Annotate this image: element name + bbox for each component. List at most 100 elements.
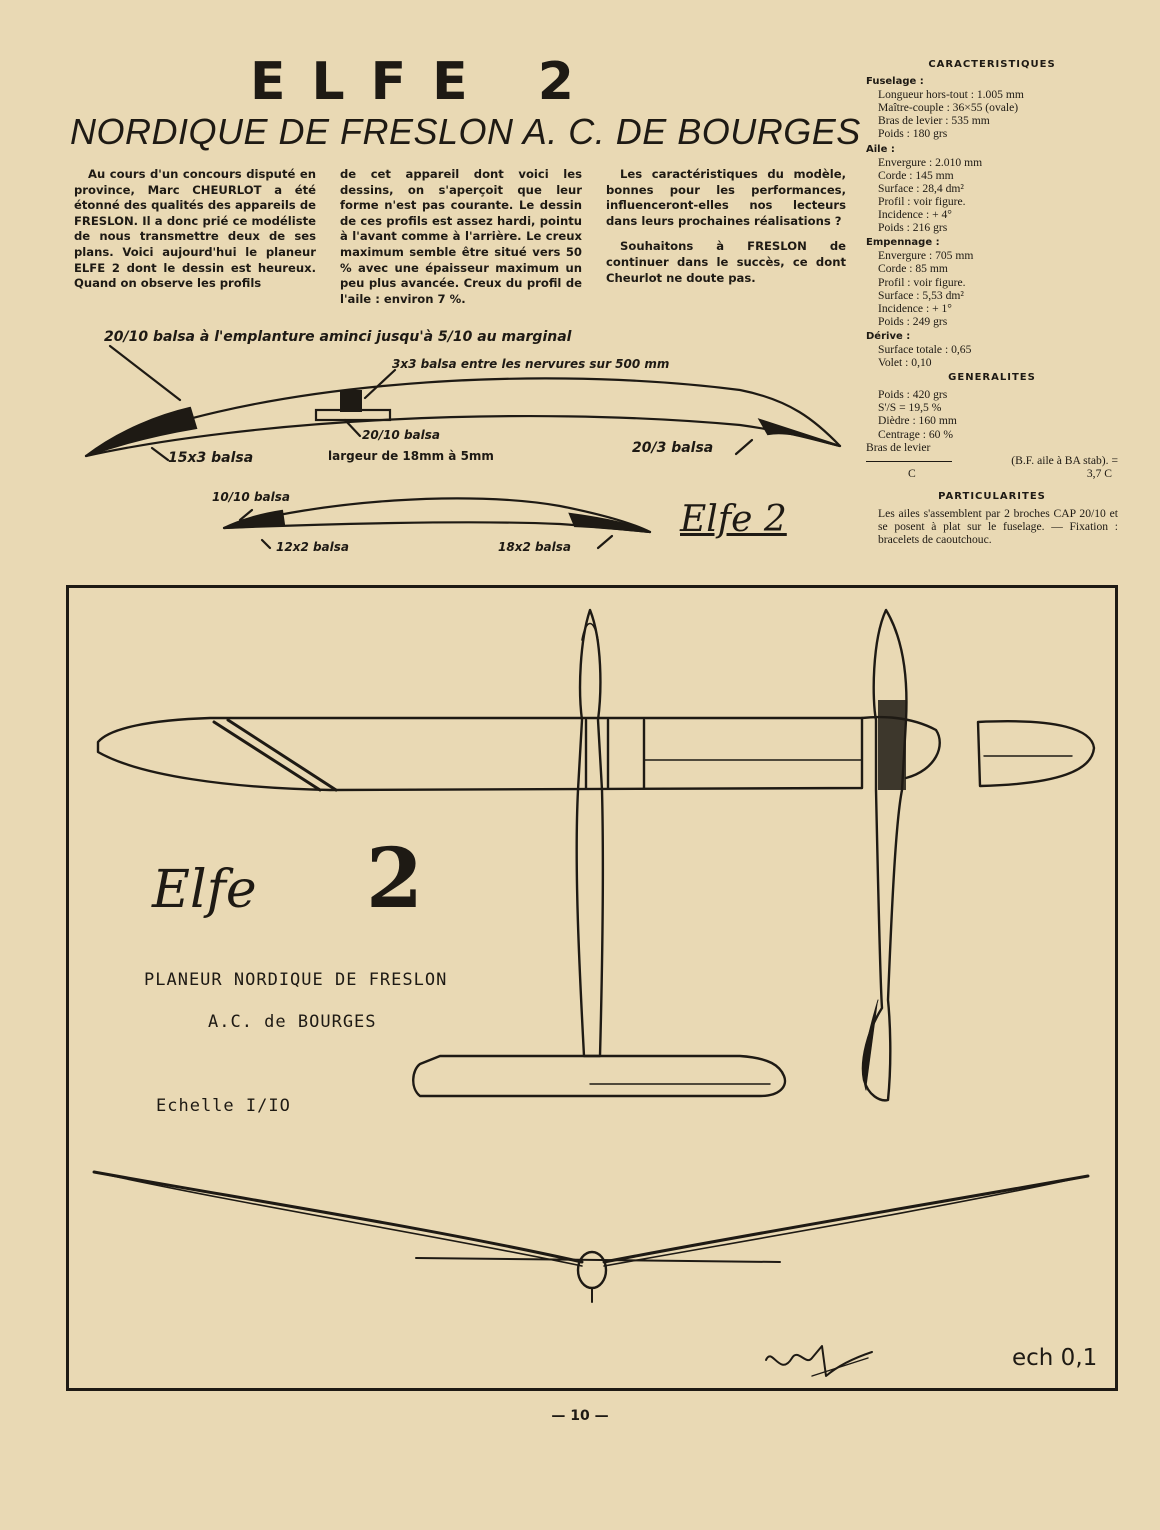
spec-row: Maître-couple : 36×55 (ovale) xyxy=(878,101,1019,115)
leader-line xyxy=(596,534,614,550)
front-view-stab xyxy=(415,1257,781,1263)
plan-line-1: PLANEUR NORDIQUE DE FRESLON xyxy=(144,970,448,990)
profile-note: 18x2 balsa xyxy=(498,540,572,554)
article-paragraph: Les caractéristiques du modèle, bonnes p… xyxy=(606,167,846,228)
spec-row: Longueur hors-tout : 1.005 mm xyxy=(878,88,1024,102)
spec-row: Poids : 216 grs xyxy=(878,221,948,235)
article-subtitle: NORDIQUE DE FRESLON A. C. DE BOURGES xyxy=(70,111,861,152)
spec-row: Incidence : + 4° xyxy=(878,208,952,222)
airfoil-profiles-drawing xyxy=(84,344,842,550)
lever-formula-row: (B.F. aile à BA stab). = xyxy=(866,454,1118,467)
specs-title: CARACTERISTIQUES xyxy=(928,59,1056,70)
article-column-1: Au cours d'un concours disputé en provin… xyxy=(74,167,316,300)
spec-row: Surface : 28,4 dm² xyxy=(878,181,964,195)
spec-row: Envergure : 2.010 mm xyxy=(878,155,983,169)
wing-profile-upper xyxy=(84,377,842,458)
leader-line xyxy=(150,446,170,462)
front-view-wing-left-lower xyxy=(93,1171,583,1267)
spec-row: Surface : 5,53 dm² xyxy=(878,288,964,302)
profile-note: 10/10 balsa xyxy=(212,490,290,504)
wing-trailing-edge xyxy=(757,418,841,448)
leader-line xyxy=(343,418,362,438)
stab-profile-upper xyxy=(222,497,652,534)
lever-value: 3,7 C xyxy=(1086,466,1112,480)
wing-root-fairing xyxy=(860,715,941,780)
leader-line xyxy=(734,438,754,456)
spec-group-label: Dérive : xyxy=(866,330,911,342)
wing-leading-edge xyxy=(85,406,198,458)
spec-row: Poids : 420 grs xyxy=(878,388,948,402)
article-column-3: Les caractéristiques du modèle, bonnes p… xyxy=(606,167,846,296)
spec-row: Envergure : 705 mm xyxy=(878,249,974,263)
spec-row: Volet : 0,10 xyxy=(878,356,932,370)
plan-ech: ech 0,1 xyxy=(1012,1345,1098,1371)
spec-row: Incidence : + 1° xyxy=(878,301,952,315)
spec-row: Centrage : 60 % xyxy=(878,427,954,441)
profile-note: 15x3 balsa xyxy=(168,450,254,466)
specifications-panel: CARACTERISTIQUES Fuselage : Longueur hor… xyxy=(866,56,1118,546)
plan-line-2: A.C. de BOURGES xyxy=(208,1012,377,1032)
profile-note: 20/10 balsa à l'emplanture aminci jusqu'… xyxy=(104,329,572,345)
spec-row: Surface totale : 0,65 xyxy=(878,342,972,356)
page-number: — 10 — xyxy=(551,1408,609,1424)
fuselage-planform xyxy=(575,608,605,1058)
generalites-title: GENERALITES xyxy=(948,372,1036,384)
fraction-line xyxy=(866,460,952,462)
wing-stripe xyxy=(212,720,322,792)
wing-planform xyxy=(96,716,864,792)
lever-label: Bras de levier xyxy=(866,440,931,454)
fin-side-view xyxy=(863,999,879,1091)
profile-note: largeur de 18mm à 5mm xyxy=(328,449,494,463)
profile-note: 12x2 balsa xyxy=(276,540,350,554)
leader-line xyxy=(238,508,254,522)
spec-group-label: Fuselage : xyxy=(866,76,924,88)
spec-row: Profil : voir figure. xyxy=(878,275,966,289)
article-paragraph: Souhaitons à FRESLON de continuer dans l… xyxy=(606,239,846,285)
spec-row: Profil : voir figure. xyxy=(878,194,966,208)
front-view-wing-right xyxy=(602,1174,1090,1264)
article-paragraph: de cet appareil dont voici les dessins, … xyxy=(340,167,582,306)
spec-row: Poids : 249 grs xyxy=(878,314,948,328)
wing-spar-plate xyxy=(314,408,392,422)
spec-row: Corde : 145 mm xyxy=(878,168,954,182)
spec-row: Corde : 85 mm xyxy=(878,262,948,276)
spec-row: Dièdre : 160 mm xyxy=(878,414,957,428)
lever-formula: (B.F. aile à BA stab). = xyxy=(1011,453,1118,467)
plan-scale: Echelle I/IO xyxy=(156,1096,291,1116)
signature-underline xyxy=(811,1357,869,1377)
spec-row: Bras de levier : 535 mm xyxy=(878,114,990,128)
leader-line xyxy=(260,538,272,550)
stab-leading-edge xyxy=(223,509,286,530)
spec-row: S'/S = 19,5 % xyxy=(878,401,942,415)
particularites-title: PARTICULARITES xyxy=(938,490,1046,502)
plan-elfe-word: Elfe xyxy=(152,860,257,920)
profile-note: 20/3 balsa xyxy=(632,440,714,456)
plan-elfe-number: 2 xyxy=(366,831,424,927)
fuselage-side-shading xyxy=(878,700,906,790)
spec-group-label: Empennage : xyxy=(866,237,940,249)
lever-c: C xyxy=(908,466,916,480)
signature xyxy=(765,1345,873,1377)
wing-spar xyxy=(340,390,362,412)
spec-row: Poids : 180 grs xyxy=(878,127,948,141)
fuselage-nose xyxy=(581,622,599,641)
front-view-wing-right-lower xyxy=(603,1175,1089,1267)
spec-group-label: Aile : xyxy=(866,143,895,155)
leader-line xyxy=(363,368,397,400)
stabilizer-planform xyxy=(412,1054,787,1098)
plan-frame xyxy=(66,585,1118,1391)
article-paragraph: Au cours d'un concours disputé en provin… xyxy=(74,167,316,291)
front-view-wing-left xyxy=(92,1170,584,1264)
front-view-fuselage xyxy=(576,1250,608,1290)
particularites-text: Les ailes s'assemblent par 2 broches CAP… xyxy=(878,507,1118,547)
elfe-logo: Elfe 2 xyxy=(680,499,787,540)
article-column-2: de cet appareil dont voici les dessins, … xyxy=(340,167,582,315)
article-title: ELFE 2 xyxy=(250,52,600,112)
wing-stripe xyxy=(226,718,338,792)
profile-note: 3x3 balsa entre les nervures sur 500 mm xyxy=(392,357,670,371)
stab-trailing-edge xyxy=(568,512,651,534)
profile-note: 20/10 balsa xyxy=(362,428,440,442)
leader-line xyxy=(108,344,182,402)
